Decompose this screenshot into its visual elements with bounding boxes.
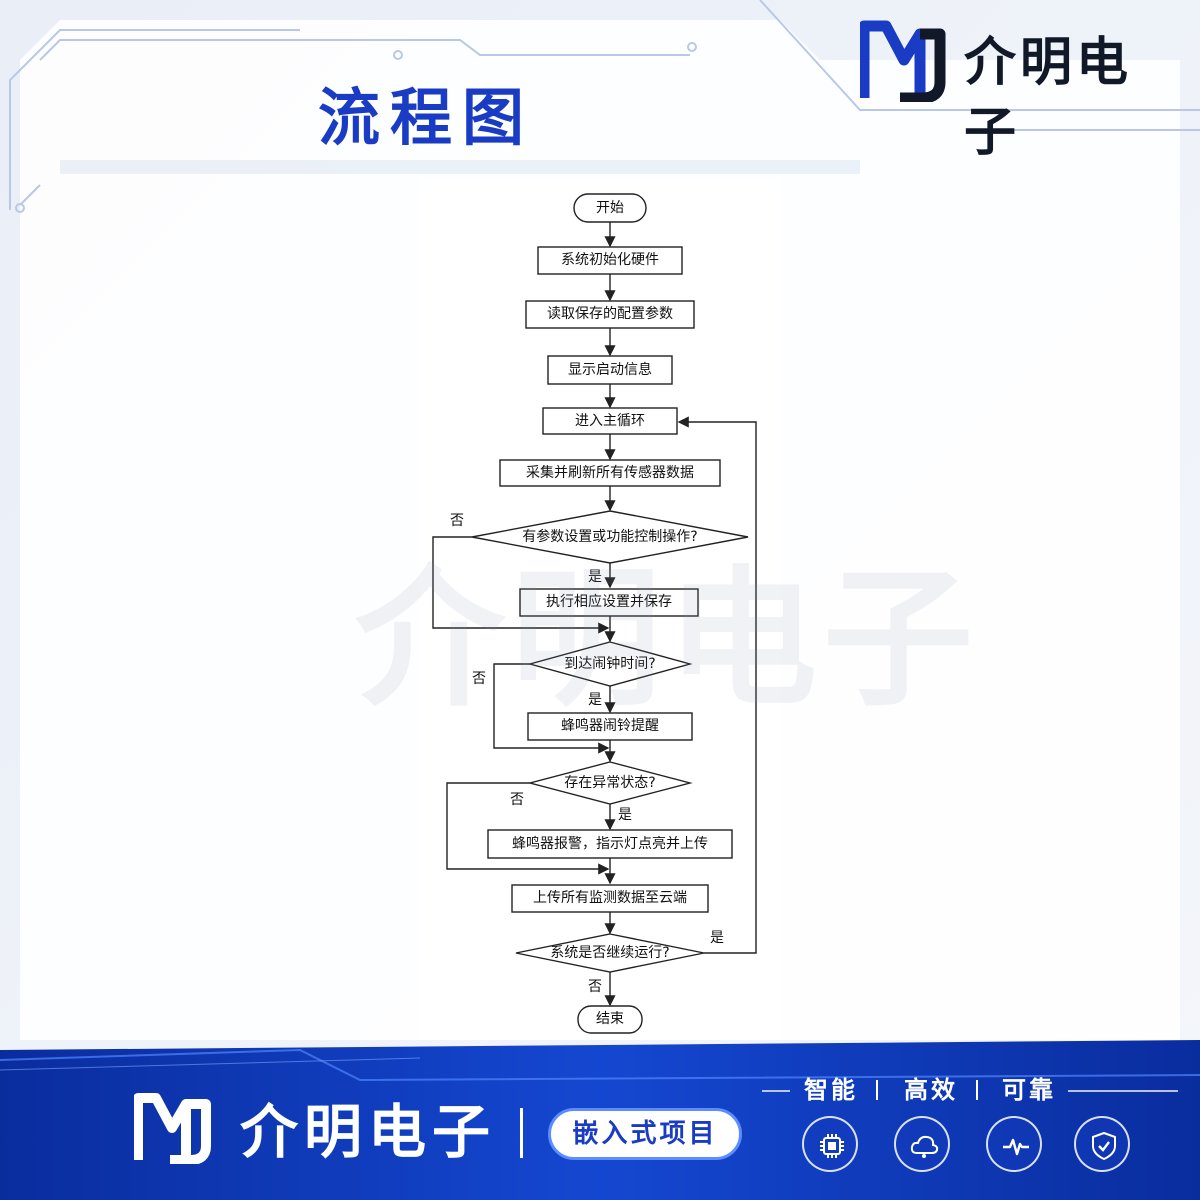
watermark: 介明电子 (355, 553, 980, 727)
node-exec-shape (519, 588, 699, 617)
label-continue-no: 否 (588, 979, 602, 995)
node-start: 开始 (596, 200, 624, 216)
node-upload: 上传所有监测数据至云端 (533, 890, 687, 906)
flowchart-canvas: 开始 系统初始化硬件 读取保存的配置参数 显示启动信息 进入主循环 采集并刷新所… (420, 180, 780, 1040)
node-buzzer-warn: 蜂鸣器报警，指示灯点亮并上传 (512, 836, 708, 852)
label-abnormal-yes: 是 (618, 807, 632, 823)
label-alarm-yes: 是 (588, 692, 602, 708)
chip-icon (802, 1116, 858, 1172)
node-read-config: 读取保存的配置参数 (547, 306, 673, 322)
label-param-no: 否 (450, 513, 464, 529)
tagline-line-left (762, 1090, 790, 1092)
label-alarm-no: 否 (472, 671, 486, 687)
node-init-hardware: 系统初始化硬件 (561, 252, 659, 268)
node-main-loop: 进入主循环 (575, 413, 645, 429)
decision-alarm: 到达闹钟时间? (564, 656, 656, 672)
project-type-badge: 嵌入式项目 (548, 1108, 742, 1160)
pulse-icon (986, 1116, 1042, 1172)
footer-brand-name: 介明电子 (240, 1098, 497, 1166)
shield-check-icon (1074, 1116, 1130, 1172)
node-end-shape (577, 1005, 643, 1034)
decision-continue: 系统是否继续运行? (550, 945, 670, 961)
label-abnormal-no: 否 (510, 792, 524, 808)
tagline-smart: 智能 (804, 1076, 858, 1104)
tagline-separator (876, 1080, 878, 1100)
brand-logo-top: 介明电子 (860, 20, 1170, 163)
tagline-line-right (1068, 1090, 1178, 1092)
brand-mark-icon (860, 20, 946, 102)
page-title: 流程图 (318, 81, 535, 154)
footer-divider (520, 1108, 523, 1158)
node-buzzer-alarm: 蜂鸣器闹铃提醒 (561, 718, 659, 734)
tagline-reliable: 可靠 (1002, 1076, 1056, 1104)
node-show-boot: 显示启动信息 (568, 362, 652, 378)
label-param-yes: 是 (588, 569, 602, 585)
decision-param: 有参数设置或功能控制操作? (522, 529, 698, 545)
node-collect-data: 采集并刷新所有传感器数据 (526, 465, 694, 481)
label-continue-yes: 是 (710, 930, 724, 946)
tagline-separator (976, 1080, 978, 1100)
cloud-icon (894, 1116, 950, 1172)
tagline-efficient: 高效 (904, 1076, 958, 1104)
brand-name: 介明电子 (964, 33, 1133, 163)
node-exec-save: 执行相应设置并保存 (546, 594, 672, 610)
decision-abnormal: 存在异常状态? (564, 775, 656, 791)
node-end: 结束 (596, 1011, 624, 1027)
flowchart-lines (432, 193, 757, 1034)
footer-brand-mark-icon (134, 1093, 211, 1164)
